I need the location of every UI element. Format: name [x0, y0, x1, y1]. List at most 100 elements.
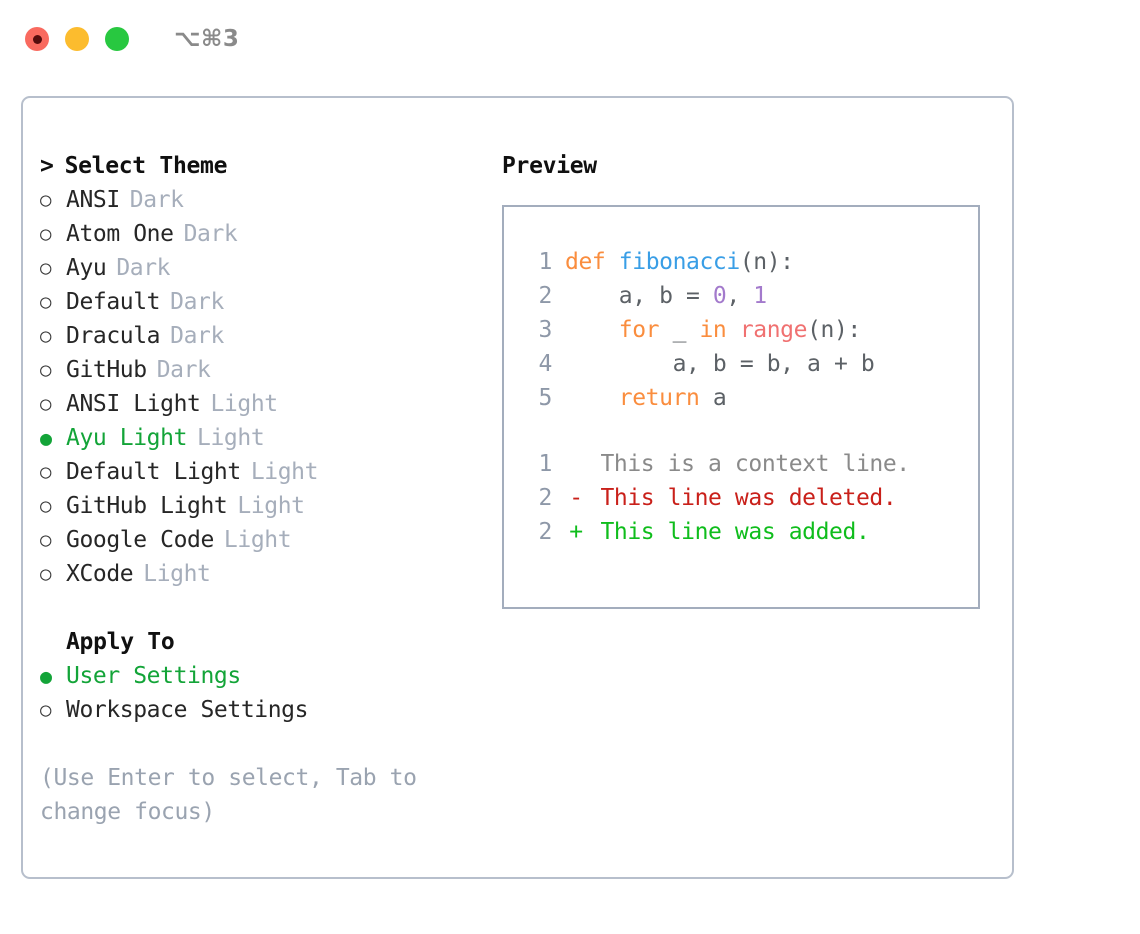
keyboard-hint: (Use Enter to select, Tab to change focu…: [40, 765, 417, 825]
line-number: 2: [538, 519, 553, 545]
theme-option-kind: Light: [223, 527, 292, 553]
code-token: [726, 313, 739, 347]
theme-option-kind: Dark: [170, 323, 224, 349]
theme-option-name: Dracula: [66, 323, 161, 349]
theme-option-name: GitHub: [66, 357, 147, 383]
diff-marker: [565, 447, 587, 481]
code-diff-gap: [504, 415, 978, 447]
theme-option[interactable]: ○ GitHub Dark: [40, 353, 485, 387]
select-theme-heading: > Select Theme: [40, 149, 485, 183]
apply-to-option-label: Workspace Settings: [66, 697, 309, 723]
diff-marker: -: [569, 485, 583, 511]
code-line: 2 a, b = 0, 1: [504, 279, 978, 313]
code-token: 0: [712, 283, 727, 309]
theme-option-name: XCode: [66, 561, 134, 587]
radio-unselected-icon: ○: [40, 189, 52, 211]
theme-option-kind: Light: [197, 425, 265, 451]
theme-option-name: Ayu Light: [66, 425, 188, 451]
list-spacer: [40, 591, 485, 625]
diff-line: 2 + This line was added.: [504, 515, 978, 549]
code-token: range: [739, 317, 808, 343]
radio-unselected-icon: ○: [40, 393, 52, 415]
line-number: 2: [538, 283, 553, 309]
code-token: fibonacci: [618, 249, 740, 275]
radio-unselected-icon: ○: [40, 257, 52, 279]
theme-option-kind: Dark: [183, 221, 238, 247]
title-bar: ⌥⌘3: [0, 0, 1140, 78]
code-line: 5 return a: [504, 381, 978, 415]
apply-to-option[interactable]: ○ Workspace Settings: [40, 693, 485, 727]
code-token: def: [565, 249, 619, 275]
diff-text: This line was deleted.: [587, 485, 897, 511]
radio-unselected-icon: ○: [40, 563, 52, 585]
radio-unselected-icon: ○: [40, 359, 52, 381]
code-token: (n):: [807, 317, 861, 343]
theme-option-kind: Light: [210, 391, 278, 417]
theme-option[interactable]: ○ Google Code Light: [40, 523, 485, 557]
diff-text: This is a context line.: [587, 451, 910, 477]
line-number: 1: [538, 451, 553, 477]
theme-option-kind: Dark: [156, 357, 211, 383]
theme-option-name: Google Code: [66, 527, 214, 553]
theme-option-name: ANSI Light: [66, 391, 201, 417]
radio-unselected-icon: ○: [40, 223, 52, 245]
diff-marker: +: [569, 519, 583, 545]
radio-unselected-icon: ○: [40, 291, 52, 313]
apply-to-heading-label: Apply To: [66, 629, 175, 655]
apply-to-marker-placeholder: ○: [40, 625, 61, 659]
select-theme-heading-label: Select Theme: [64, 153, 228, 179]
apply-to-list: ● User Settings ○ Workspace Settings: [40, 659, 485, 727]
theme-option-kind: Light: [250, 459, 319, 485]
diff-sample: 1 This is a context line. 2- This line wa…: [504, 447, 978, 549]
radio-unselected-icon: ○: [40, 699, 52, 721]
line-number: 2: [538, 485, 553, 511]
diff-text: This line was added.: [587, 519, 870, 545]
theme-option-kind: Light: [237, 493, 305, 519]
code-token: (n):: [739, 249, 794, 275]
caret-icon: >: [40, 153, 54, 179]
code-token: for: [565, 317, 660, 343]
theme-option-name: ANSI: [66, 187, 120, 213]
theme-option[interactable]: ○ ANSI Dark: [40, 183, 485, 217]
radio-unselected-icon: ○: [40, 461, 52, 483]
theme-option-name: GitHub Light: [66, 493, 228, 519]
preview-title: Preview: [502, 153, 597, 179]
theme-option-kind: Dark: [116, 255, 171, 281]
code-token: _: [659, 317, 700, 343]
code-token: return: [565, 385, 700, 411]
theme-option[interactable]: ○ ANSI Light Light: [40, 387, 485, 421]
apply-to-heading: ○ Apply To: [40, 625, 485, 659]
theme-option-name: Default Light: [66, 459, 241, 485]
code-token: a, b =: [565, 283, 713, 309]
diff-line: 2- This line was deleted.: [504, 481, 978, 515]
theme-option[interactable]: ○ Default Light Light: [40, 455, 485, 489]
theme-option-name: Default: [66, 289, 161, 315]
line-number: 5: [538, 385, 553, 411]
keyboard-shortcut-label: ⌥⌘3: [174, 26, 240, 52]
minimize-button[interactable]: [65, 27, 89, 51]
close-button[interactable]: [25, 27, 49, 51]
code-line: 4 a, b = b, a + b: [504, 347, 978, 381]
radio-selected-icon: ●: [40, 664, 53, 688]
record-indicator-icon: [32, 34, 42, 44]
line-number: 4: [538, 351, 553, 377]
theme-option-kind: Dark: [129, 187, 184, 213]
apply-to-option-label: User Settings: [66, 663, 241, 689]
maximize-button[interactable]: [105, 27, 129, 51]
radio-unselected-icon: ○: [40, 529, 52, 551]
window-controls: [25, 27, 129, 51]
apply-to-option[interactable]: ● User Settings: [40, 659, 485, 693]
